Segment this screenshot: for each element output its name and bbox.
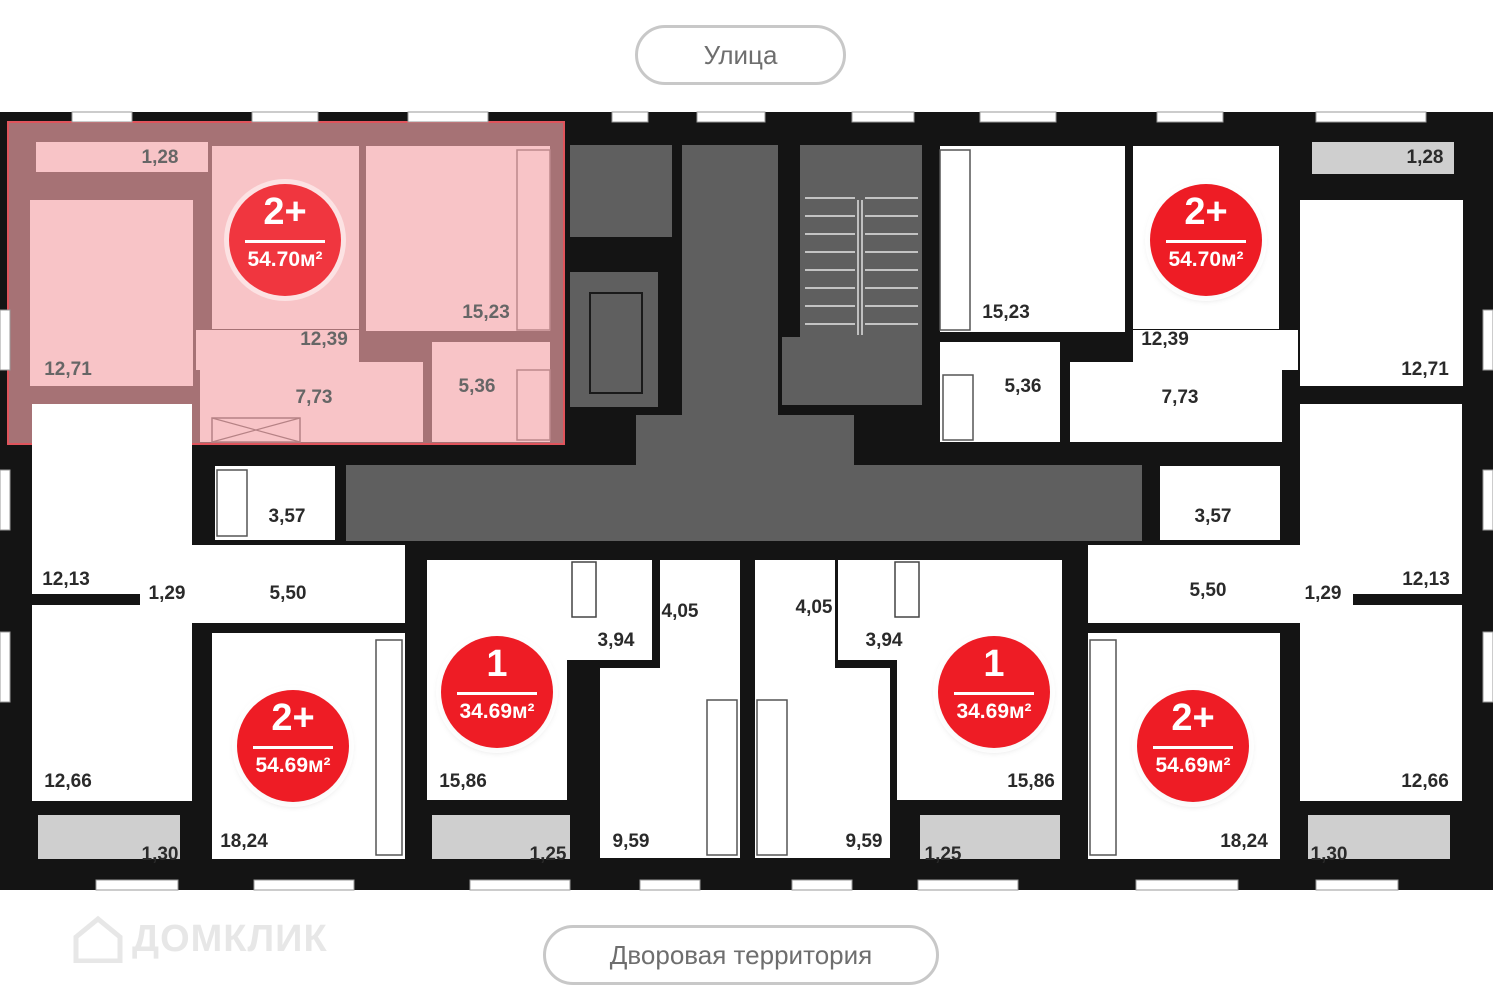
apartment-badge[interactable]: 1 34.69м² <box>938 636 1050 748</box>
room-area: 12,39 <box>300 329 348 350</box>
building-core <box>346 145 1142 541</box>
room-area: 9,59 <box>612 831 650 852</box>
room-area: 12,66 <box>44 771 92 792</box>
room-area: 5,36 <box>458 376 496 397</box>
apartment-rooms: 2+ <box>271 697 315 739</box>
room-area: 4,05 <box>661 601 699 622</box>
apartment-size: 34.69м² <box>956 700 1032 723</box>
apartment-rooms: 2+ <box>263 191 307 233</box>
room-area: 1,30 <box>1310 844 1348 865</box>
apartment-size: 54.70м² <box>1168 248 1244 271</box>
room-area: 12,66 <box>1401 771 1449 792</box>
room-area: 12,13 <box>1402 569 1450 590</box>
house-logo-icon <box>73 915 123 963</box>
room-area: 1,25 <box>924 844 962 865</box>
room-area: 18,24 <box>1220 831 1268 852</box>
windows <box>0 111 1493 891</box>
street-label: Улица <box>635 25 846 85</box>
apartment-bottom-left[interactable] <box>32 404 405 859</box>
room-area: 12,71 <box>44 359 92 380</box>
room-area: 12,13 <box>42 569 90 590</box>
apartment-bottom-right[interactable] <box>1088 404 1462 859</box>
yard-label: Дворовая территория <box>543 925 939 985</box>
room-area: 1,25 <box>529 844 567 865</box>
apartment-rooms: 2+ <box>1184 191 1228 233</box>
room-area: 12,71 <box>1401 359 1449 380</box>
apartment-badge[interactable]: 2+ 54.69м² <box>237 690 349 802</box>
room-area: 3,57 <box>268 506 306 527</box>
room-area: 1,30 <box>141 844 179 865</box>
room-area: 15,86 <box>439 771 487 792</box>
room-area: 7,73 <box>1161 387 1199 408</box>
apartment-rooms: 1 <box>983 643 1005 685</box>
room-area: 18,24 <box>220 831 268 852</box>
apartment-rooms: 2+ <box>1171 697 1215 739</box>
room-area: 4,05 <box>795 597 833 618</box>
room-area: 15,86 <box>1007 771 1055 792</box>
room-area: 12,39 <box>1141 329 1189 350</box>
room-area: 15,23 <box>982 302 1030 323</box>
room-area: 3,94 <box>865 630 903 651</box>
apartment-badge[interactable]: 2+ 54.70м² <box>1150 184 1262 296</box>
apartment-badge[interactable]: 2+ 54.70м² <box>229 184 341 296</box>
room-area: 1,29 <box>148 583 186 604</box>
watermark-text: ДОМКЛИК <box>132 917 328 960</box>
apartment-size: 34.69м² <box>459 700 535 723</box>
apartment-size: 54.70м² <box>247 248 323 271</box>
apartment-size: 54.69м² <box>255 754 331 777</box>
room-area: 15,23 <box>462 302 510 323</box>
room-area: 5,50 <box>269 583 307 604</box>
domclick-watermark: ДОМКЛИК <box>72 915 328 963</box>
room-area: 7,73 <box>295 387 333 408</box>
apartment-size: 54.69м² <box>1155 754 1231 777</box>
room-area: 5,36 <box>1004 376 1042 397</box>
apartment-top-left[interactable] <box>7 121 565 445</box>
apartment-badge[interactable]: 1 34.69м² <box>441 636 553 748</box>
room-area: 5,50 <box>1189 580 1227 601</box>
room-area: 1,28 <box>141 147 179 168</box>
room-area: 1,29 <box>1304 583 1342 604</box>
apartment-badge[interactable]: 2+ 54.69м² <box>1137 690 1249 802</box>
apartment-rooms: 1 <box>486 643 508 685</box>
room-area: 1,28 <box>1406 147 1444 168</box>
room-area: 9,59 <box>845 831 883 852</box>
room-area: 3,94 <box>597 630 635 651</box>
room-area: 3,57 <box>1194 506 1232 527</box>
